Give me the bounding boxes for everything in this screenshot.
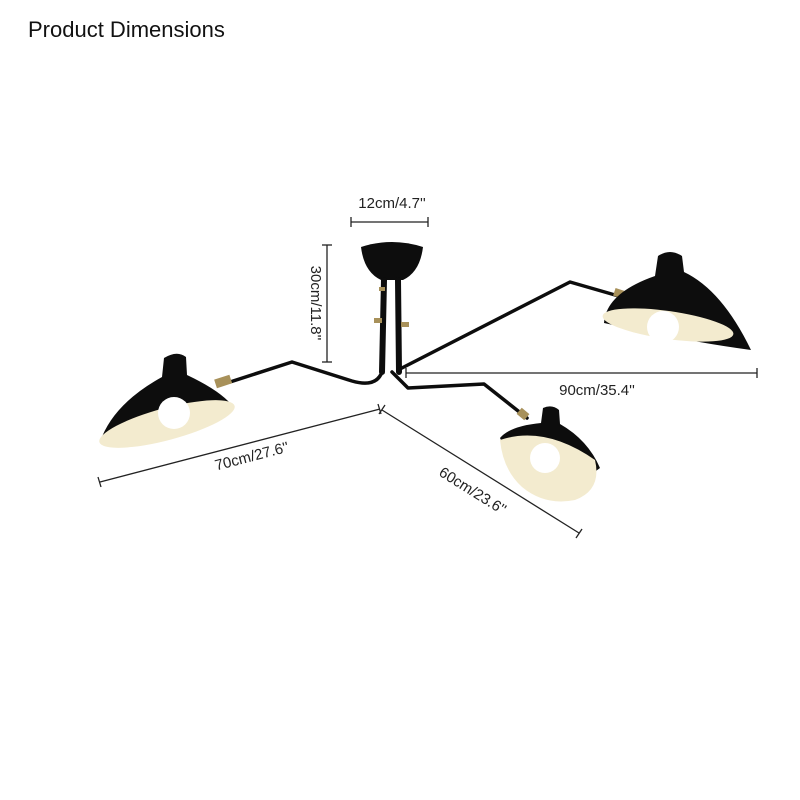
left-lamp-shade [99,353,235,448]
left-arm-length-label: 70cm/27.6'' [213,439,291,475]
canopy-width-label: 12cm/4.7'' [358,195,426,212]
ceiling-lamp-illustration [99,242,751,502]
dimension-annotations [97,217,758,539]
lamp-stems [379,277,402,375]
ceiling-canopy [361,242,423,280]
front-lamp-shade [500,406,600,502]
right-arm-length-label: 90cm/35.4'' [559,382,635,399]
left-bulb [158,397,190,429]
stem-joints [374,287,409,327]
lamp-arms [228,280,624,420]
arm-joints [214,288,629,421]
drop-height-label: 30cm/11.8'' [307,266,324,341]
right-bulb [647,311,679,343]
front-bulb [530,443,560,473]
front-arm-length-label: 60cm/23.6'' [436,464,509,519]
right-lamp-shade [602,252,751,350]
page-title: Product Dimensions [28,17,225,42]
